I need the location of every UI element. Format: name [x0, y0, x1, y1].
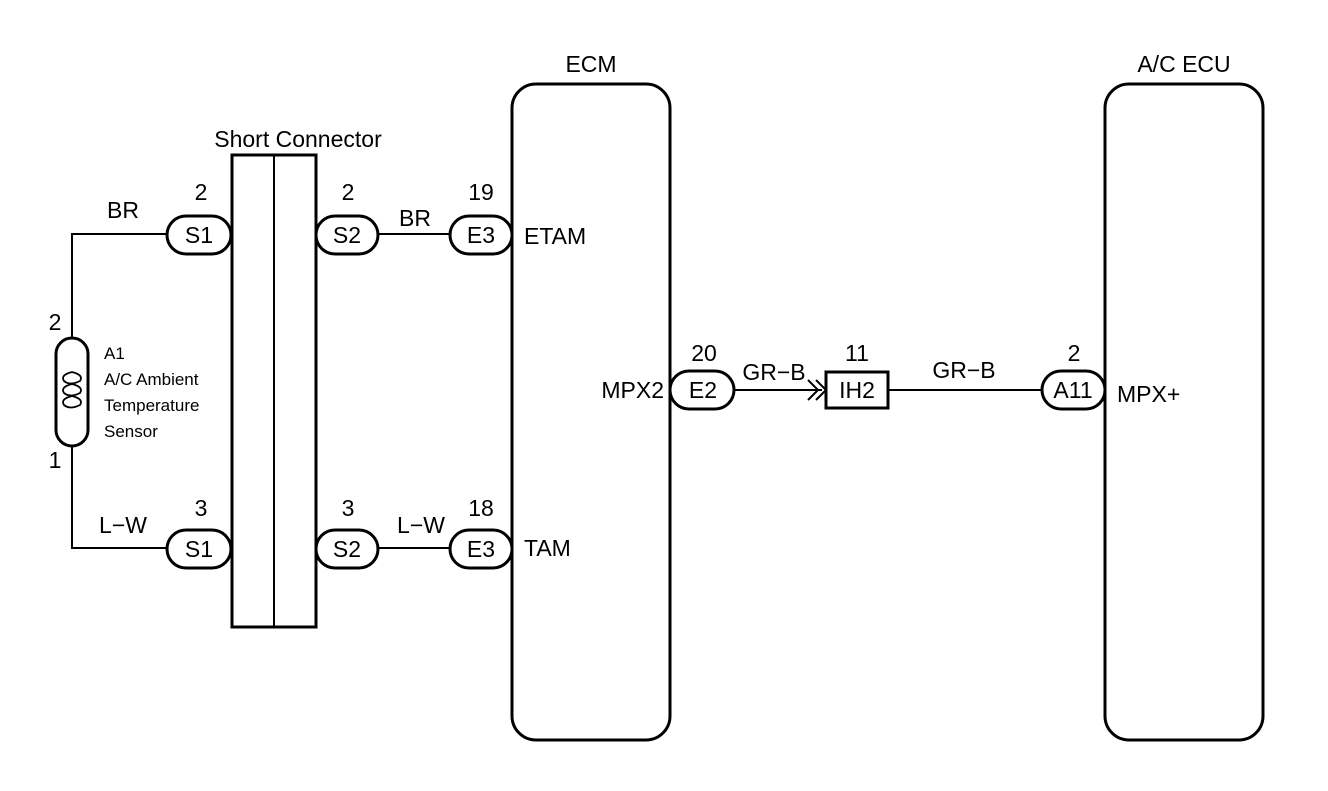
connector-e3-top-pin: 19 [468, 179, 494, 205]
ac-ecu-label: A/C ECU [1137, 51, 1230, 77]
wire-label-lw-ecm: L−W [397, 512, 445, 538]
terminal-mpx2: MPX2 [601, 377, 664, 403]
terminal-tam: TAM [524, 535, 571, 561]
connector-e3-top-code: E3 [467, 222, 495, 248]
connector-s2-top [314, 214, 380, 256]
connector-s2-bottom-pin: 3 [342, 495, 355, 521]
wire-label-grb-ecm: GR−B [742, 359, 805, 385]
short-connector-label: Short Connector [214, 126, 382, 152]
sensor-pin-top: 2 [49, 309, 62, 335]
ac-ecu-box [1103, 82, 1265, 742]
connector-e2 [668, 369, 736, 411]
connector-s1-top [165, 214, 233, 256]
connector-e2-code: E2 [689, 377, 717, 403]
sensor-pin-bottom: 1 [49, 447, 62, 473]
terminal-mpx-plus: MPX+ [1117, 381, 1180, 407]
sensor-id: A1 [104, 344, 125, 363]
connector-e3-bottom-code: E3 [467, 536, 495, 562]
sensor-name-line3: Sensor [104, 422, 158, 441]
sensor-name-line1: A/C Ambient [104, 370, 199, 389]
connector-s1-bottom-pin: 3 [195, 495, 208, 521]
coil-icon [62, 371, 82, 409]
sensor-body [54, 336, 90, 448]
ecm-label: ECM [565, 51, 616, 77]
connector-s1-bottom [165, 528, 233, 570]
connector-e3-bottom-pin: 18 [468, 495, 494, 521]
connector-e2-pin: 20 [691, 340, 717, 366]
connector-s1-bottom-code: S1 [185, 536, 213, 562]
connector-s2-top-code: S2 [333, 222, 361, 248]
connector-e3-bottom [448, 528, 514, 570]
wire-br-sensor [71, 233, 167, 338]
connector-a11-code: A11 [1053, 377, 1092, 403]
connector-e3-top [448, 214, 514, 256]
wire-label-lw-sensor: L−W [99, 512, 147, 538]
connector-a11 [1040, 369, 1107, 411]
connector-a11-pin: 2 [1068, 340, 1081, 366]
connector-s2-top-pin: 2 [342, 179, 355, 205]
sensor-name-line2: Temperature [104, 396, 199, 415]
wire-lw-sensor [71, 446, 167, 549]
wire-label-grb-acecu: GR−B [932, 357, 995, 383]
connector-s2-bottom [314, 528, 380, 570]
junction-ih2 [824, 370, 890, 410]
junction-ih2-code: IH2 [839, 377, 875, 403]
terminal-etam: ETAM [524, 223, 586, 249]
wire-label-br-ecm: BR [399, 205, 431, 231]
junction-ih2-pin: 11 [845, 340, 869, 366]
connector-s1-top-pin: 2 [195, 179, 208, 205]
connector-s1-top-code: S1 [185, 222, 213, 248]
connector-s2-bottom-code: S2 [333, 536, 361, 562]
ecm-box [510, 82, 672, 742]
wire-label-br-sensor: BR [107, 197, 139, 223]
